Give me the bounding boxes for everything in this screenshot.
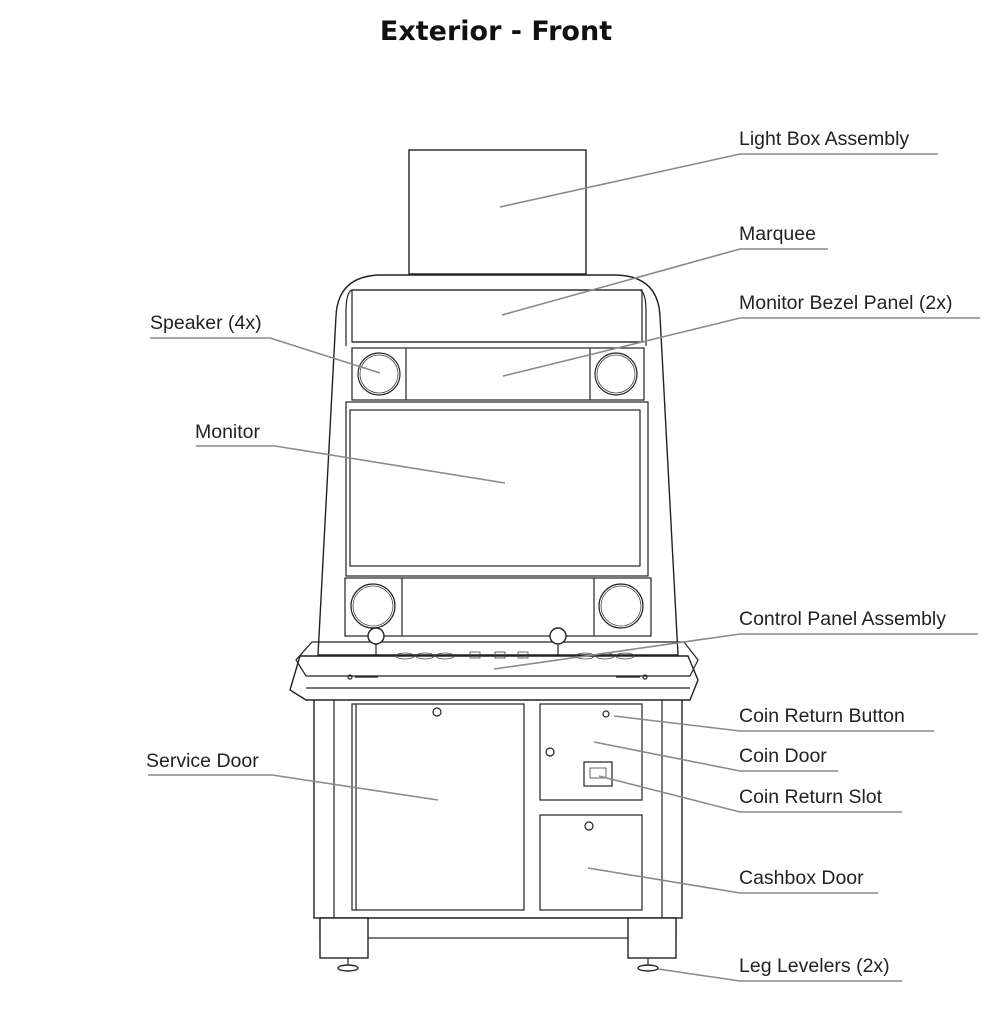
joystick-left	[367, 627, 385, 656]
label-control-panel-assembly: Control Panel Assembly	[739, 608, 946, 630]
cabinet-illustration	[289, 149, 699, 972]
foot-right	[627, 917, 677, 959]
label-monitor-bezel-panel: Monitor Bezel Panel (2x)	[739, 292, 953, 314]
cashbox-lock	[584, 821, 594, 831]
label-cashbox-door: Cashbox Door	[739, 867, 864, 889]
coin-door-lock	[545, 747, 555, 757]
service-door-lock	[432, 707, 442, 717]
label-speaker: Speaker (4x)	[150, 312, 262, 334]
upper-cabinet-shell	[317, 274, 679, 656]
lower-body	[313, 697, 683, 919]
label-light-box-assembly: Light Box Assembly	[739, 128, 909, 150]
control-panel	[289, 655, 699, 701]
speaker-top-right	[594, 352, 638, 396]
speaker-bottom-right	[598, 583, 644, 629]
callout-lines	[148, 153, 980, 982]
label-service-door: Service Door	[146, 750, 259, 772]
joystick-right	[549, 627, 567, 656]
foot-left	[319, 917, 369, 959]
label-coin-return-button: Coin Return Button	[739, 705, 905, 727]
coin-return-button-shape	[602, 710, 610, 718]
service-door	[351, 703, 525, 911]
light-box	[408, 149, 587, 275]
leg-leveler-left	[337, 958, 359, 972]
label-monitor: Monitor	[195, 421, 261, 443]
label-marquee: Marquee	[739, 223, 816, 245]
speaker-top-left	[357, 352, 401, 396]
label-coin-door: Coin Door	[739, 745, 827, 767]
coin-return-slot-shape	[583, 761, 613, 787]
monitor-frame	[345, 401, 649, 577]
monitor-screen	[349, 409, 641, 567]
diagram-title: Exterior - Front	[379, 16, 613, 47]
leg-leveler-right	[637, 958, 659, 972]
cashbox-door	[539, 814, 643, 911]
label-leg-levelers: Leg Levelers (2x)	[739, 955, 890, 977]
label-coin-return-slot: Coin Return Slot	[739, 786, 883, 808]
